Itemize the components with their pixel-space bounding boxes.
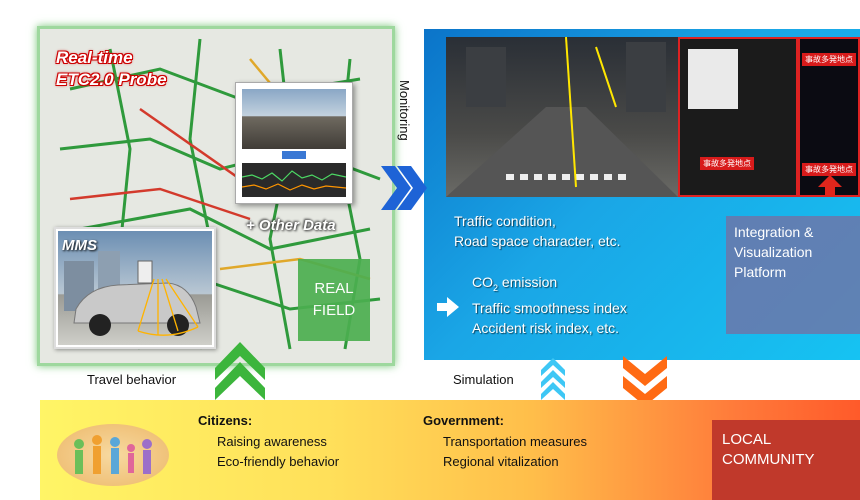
government-items: Transportation measures Regional vitaliz… xyxy=(443,432,587,472)
local-community-box: LOCAL COMMUNITY xyxy=(712,420,860,500)
simulation-caption: Simulation xyxy=(453,372,514,387)
co2-subscript: 2 xyxy=(493,282,499,293)
mms-vehicle-photo xyxy=(58,231,212,345)
accident-point-tag-3: 事故多発地点 xyxy=(802,163,856,176)
integration-line3: Platform xyxy=(734,264,787,280)
probe-title-line1: Real-time xyxy=(56,48,133,67)
real-field-line2: FIELD xyxy=(312,302,356,319)
playback-controls-icon xyxy=(282,151,306,159)
co2-prefix: CO xyxy=(472,274,493,290)
mms-label: MMS xyxy=(62,237,97,254)
monitoring-label: Monitoring xyxy=(397,80,412,141)
accident-map-window: 事故多発地点 事故多発地点 xyxy=(798,37,860,197)
mms-vehicle-card: MMS xyxy=(54,227,216,349)
probe-map-panel: Real-time ETC2.0 Probe + Other Data xyxy=(37,26,395,366)
analysis-window: 事故多発地点 xyxy=(678,37,798,197)
government-item-1: Transportation measures xyxy=(443,434,588,449)
simulation-panel: 事故多発地点 事故多発地点 事故多発地点 Traffic condition, … xyxy=(424,29,860,360)
simulation-outputs-text: CO2 emission Traffic smoothness index Ac… xyxy=(472,272,627,338)
integration-line2: Visualization xyxy=(734,244,813,260)
light-blue-chevron-up-icon xyxy=(541,358,565,400)
local-community-line1: LOCAL xyxy=(722,431,772,448)
blue-chevron-icon xyxy=(381,166,427,210)
traffic-condition-text: Traffic condition, Road space character,… xyxy=(454,211,621,251)
traffic-line2: Road space character, etc. xyxy=(454,233,621,249)
accident-point-tag: 事故多発地点 xyxy=(700,157,754,170)
co2-emission-line: CO2 emission xyxy=(472,272,627,298)
accident-line: Accident risk index, etc. xyxy=(472,319,620,336)
other-data-label: + Other Data xyxy=(246,217,336,234)
street-point-cloud-view xyxy=(446,37,678,197)
real-field-line1: REAL xyxy=(314,280,354,297)
dialog-box xyxy=(688,49,738,109)
citizens-item-1: Raising awareness xyxy=(217,434,327,449)
citizens-item-2: Eco-friendly behavior xyxy=(217,454,340,469)
citizens-people-illustration xyxy=(57,424,169,486)
citizens-items: Raising awareness Eco-friendly behavior xyxy=(217,432,339,472)
travel-behavior-caption: Travel behavior xyxy=(87,372,177,387)
point-cloud-screen: 事故多発地点 事故多発地点 事故多発地点 xyxy=(446,37,860,197)
integration-platform-box: Integration & Visualization Platform xyxy=(726,216,860,334)
traffic-line1: Traffic condition, xyxy=(454,213,556,229)
citizens-heading: Citizens: xyxy=(198,413,253,428)
integration-line1: Integration & xyxy=(734,224,814,240)
real-field-badge: REAL FIELD xyxy=(298,259,370,341)
probe-title-line2: ETC2.0 Probe xyxy=(56,70,167,89)
dashcam-video-card xyxy=(235,82,353,204)
sensor-graph xyxy=(242,163,346,197)
up-arrow-icon xyxy=(818,175,842,197)
probe-title: Real-time ETC2.0 Probe xyxy=(56,47,167,91)
integration-text: Integration & Visualization Platform xyxy=(734,222,813,282)
dashcam-photo xyxy=(242,89,346,149)
government-heading: Government: xyxy=(423,413,504,428)
right-arrow-icon xyxy=(437,297,459,317)
co2-suffix: emission xyxy=(498,274,558,290)
local-community-line2: COMMUNITY xyxy=(722,451,815,468)
government-item-2: Regional vitalization xyxy=(443,454,559,469)
accident-point-tag-2: 事故多発地点 xyxy=(802,53,856,66)
smoothness-line: Traffic smoothness index xyxy=(472,299,627,316)
green-chevron-up-icon xyxy=(215,342,265,400)
